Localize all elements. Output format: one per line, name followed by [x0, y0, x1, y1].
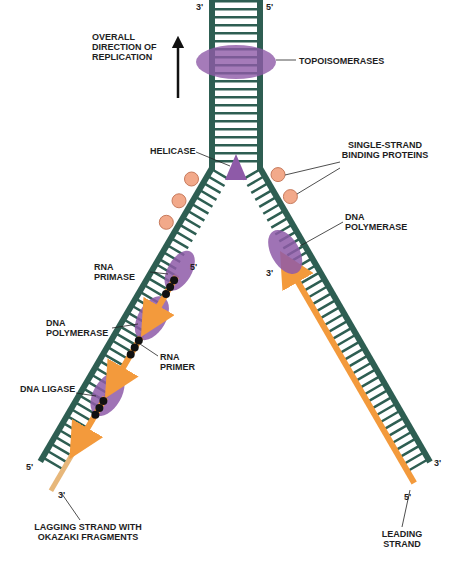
part-label: TOPOISOMERASES — [299, 56, 409, 66]
part-label: DNA LIGASE — [20, 384, 76, 394]
part-label: RNA PRIMER — [160, 352, 210, 372]
rna-primer-dot — [95, 404, 103, 412]
part-label: 3' — [58, 490, 78, 500]
topoisomerase-blob — [196, 45, 276, 79]
part-label: 3' — [266, 268, 286, 278]
part-label: 5' — [266, 2, 286, 12]
rna-primer-dot — [162, 290, 170, 298]
ssb-circle — [159, 215, 173, 229]
okazaki-fragment — [114, 337, 141, 383]
leader-line — [76, 393, 96, 396]
part-label: LAGGING STRAND WITH OKAZAKI FRAGMENTS — [28, 522, 148, 542]
part-label: DNA POLYMERASE — [345, 212, 425, 232]
base-pair-rungs — [297, 256, 420, 468]
ssb-circle — [271, 168, 285, 182]
leader-lines — [62, 60, 410, 527]
leader-line — [276, 60, 296, 61]
leader-line — [150, 272, 168, 274]
ligase-blob — [83, 366, 131, 422]
leader-line — [112, 324, 138, 328]
leader-line — [297, 168, 340, 194]
part-label: HELICASE — [150, 146, 210, 156]
leading-new-strand — [289, 267, 414, 484]
lagging-new-strand — [51, 275, 177, 491]
okazaki-fragment — [79, 398, 106, 444]
direction-arrow — [177, 42, 180, 98]
part-label: 5' — [404, 492, 424, 502]
rna-primer-dot — [170, 276, 178, 284]
part-label: 5' — [190, 262, 210, 272]
lagging-template-strand — [40, 168, 212, 461]
base-pair-rungs — [215, 0, 257, 168]
polymerase-blob — [261, 224, 309, 280]
rna-primer-dot — [131, 344, 139, 352]
part-label: LEADING STRAND — [362, 529, 442, 549]
rna-primer-dot — [166, 283, 174, 291]
rna-primer-dot — [127, 350, 135, 358]
ssb-circle — [185, 172, 199, 186]
leader-line — [300, 222, 343, 246]
helicase-triangle — [225, 154, 247, 180]
parental-strand — [209, 0, 215, 170]
leader-line — [196, 152, 230, 166]
ssb-circle — [283, 190, 297, 204]
ssb-circle — [172, 194, 186, 208]
parental-strand — [257, 0, 263, 170]
leading-template-strand — [260, 168, 430, 462]
part-label: SINGLE-STRAND BINDING PROTEINS — [330, 140, 440, 160]
leader-line — [140, 344, 158, 356]
rna-primer-dot — [135, 337, 143, 345]
part-label: 5' — [26, 462, 46, 472]
part-label: RNA PRIMASE — [94, 262, 152, 282]
rna-primer-dot — [99, 397, 107, 405]
rna-primer-dot — [91, 411, 99, 419]
part-label: OVERALL DIRECTION OF REPLICATION — [92, 32, 174, 62]
part-label: 3' — [434, 458, 454, 468]
part-label: DNA POLYMERASE — [46, 318, 116, 338]
base-pair-rungs — [51, 269, 167, 468]
part-label: 3' — [196, 2, 216, 12]
